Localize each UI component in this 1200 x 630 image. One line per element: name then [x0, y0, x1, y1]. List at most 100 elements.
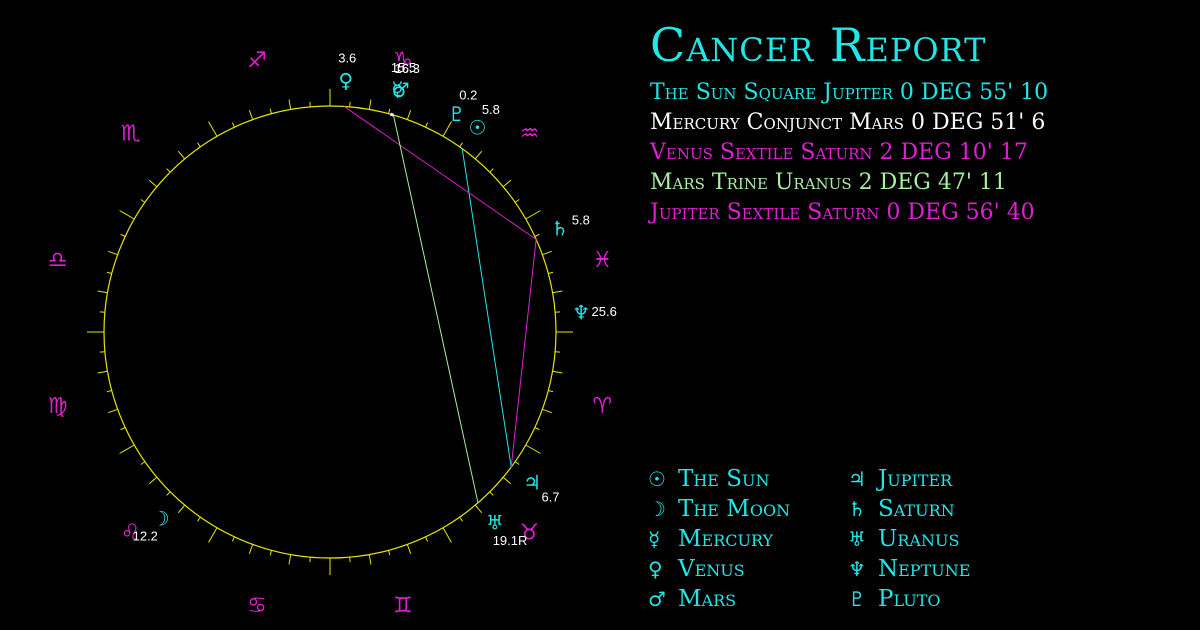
- degree-tick: [368, 554, 372, 565]
- degree-tick: [148, 476, 158, 485]
- legend-item-jupiter: ♃Jupiter: [848, 466, 952, 492]
- degree-tick: [177, 504, 186, 514]
- sagittarius-icon: ♐: [247, 49, 267, 74]
- libra-icon: ♎: [48, 248, 68, 273]
- degree-label: 25.6: [592, 304, 617, 319]
- degree-label: 5.8: [572, 212, 590, 227]
- degree-label: 12.2: [133, 529, 158, 544]
- moon-icon: ☽: [152, 507, 170, 531]
- degree-tick: [288, 99, 292, 110]
- degree-tick: [97, 370, 108, 374]
- aspect-lines: [343, 106, 537, 503]
- degree-tick: [425, 536, 429, 542]
- degree-tick: [502, 179, 512, 188]
- degree-tick: [148, 179, 158, 188]
- aspect-line: [510, 239, 537, 468]
- degree-tick: [208, 121, 218, 137]
- degree-tick: [108, 408, 118, 414]
- aspect-line: [392, 114, 479, 503]
- degree-tick: [248, 110, 254, 120]
- moon-icon: ☽: [648, 497, 666, 521]
- degree-tick: [166, 491, 171, 496]
- degree-tick: [552, 370, 563, 374]
- degree-tick: [474, 504, 483, 514]
- legend-item-saturn: ♄Saturn: [848, 496, 955, 522]
- degree-tick: [459, 516, 463, 522]
- aspect-item: Mars Trine Uranus 2 DEG 47' 11: [650, 170, 1007, 195]
- legend-label: The Moon: [678, 496, 791, 522]
- degree-tick: [119, 444, 135, 454]
- degree-label: 19.1R: [493, 533, 528, 548]
- aries-icon: ♈: [593, 394, 613, 419]
- degree-tick: [388, 108, 391, 114]
- degree-tick: [166, 168, 171, 173]
- degree-label: 0.2: [459, 87, 477, 102]
- legend-item-sun: ☉The Sun: [648, 466, 770, 492]
- degree-tick: [489, 168, 494, 173]
- legend-item-mars: ♂Mars: [648, 586, 736, 612]
- degree-tick: [388, 550, 391, 556]
- degree-tick: [197, 142, 201, 148]
- degree-tick: [552, 290, 563, 294]
- cancer-icon: ♋: [247, 593, 267, 618]
- aspect-item: The Sun Square Jupiter 0 DEG 55' 10: [650, 80, 1049, 105]
- degree-tick: [208, 527, 218, 543]
- degree-ticks: [87, 89, 573, 575]
- saturn-icon: ♄: [848, 497, 866, 521]
- degree-tick: [425, 122, 429, 128]
- mars-icon: ♂: [648, 587, 666, 611]
- degree-tick: [542, 408, 552, 414]
- degree-tick: [525, 444, 541, 454]
- degree-label: 5.8: [482, 102, 500, 117]
- sun-icon: ☉: [648, 467, 666, 491]
- virgo-icon: ♍: [48, 394, 68, 419]
- legend-label: Mercury: [678, 526, 774, 552]
- aquarius-icon: ♒: [520, 122, 540, 147]
- degree-tick: [542, 250, 552, 256]
- degree-label: 3.6: [338, 51, 356, 66]
- neptune-icon: ♆: [572, 301, 590, 325]
- degree-tick: [106, 271, 112, 274]
- capricorn-icon: ♑: [393, 49, 413, 74]
- degree-tick: [177, 150, 186, 160]
- legend-item-venus: ♀Venus: [648, 556, 745, 582]
- uranus-icon: ♅: [486, 510, 504, 534]
- pluto-icon: ♇: [448, 102, 466, 126]
- chart-wheel: ♋♌♍♎♏♐♑♒♓♈♉♊ ☉5.8☽12.2☿15.5♀3.6♂16.3♃6.7…: [48, 49, 617, 619]
- degree-label: 6.7: [541, 489, 559, 504]
- mercury-icon: ☿: [648, 527, 661, 551]
- sun-icon: ☉: [468, 116, 486, 140]
- aspect-list: The Sun Square Jupiter 0 DEG 55' 10 Merc…: [650, 78, 1048, 228]
- neptune-icon: ♆: [848, 557, 866, 581]
- degree-label: 16.3: [395, 61, 420, 76]
- aspect-line: [389, 112, 394, 117]
- degree-tick: [197, 516, 201, 522]
- venus-icon: ♀: [338, 68, 353, 92]
- degree-tick: [269, 550, 272, 556]
- degree-tick: [97, 290, 108, 294]
- uranus-icon: ♅: [848, 527, 866, 551]
- legend-item-mercury: ☿ Mercury: [648, 526, 773, 552]
- leo-icon: ♌: [121, 520, 141, 545]
- legend-label: Venus: [678, 556, 745, 582]
- degree-tick: [406, 544, 412, 554]
- gemini-icon: ♊: [393, 593, 413, 618]
- legend-label: Neptune: [878, 556, 971, 582]
- degree-tick: [502, 476, 512, 485]
- wheel-circle: [103, 105, 557, 559]
- legend-label: Uranus: [878, 526, 960, 552]
- degree-tick: [474, 150, 483, 160]
- degree-tick: [248, 544, 254, 554]
- jupiter-icon: ♃: [848, 467, 866, 491]
- aspect-item: Venus Sextile Saturn 2 DEG 10' 17: [650, 140, 1028, 165]
- pisces-icon: ♓: [593, 248, 613, 273]
- degree-tick: [442, 527, 452, 543]
- degree-tick: [231, 536, 235, 542]
- legend-item-pluto: ♇Pluto: [848, 586, 941, 612]
- degree-tick: [514, 461, 520, 465]
- degree-tick: [442, 121, 452, 137]
- degree-tick: [140, 199, 146, 203]
- aspect-item: Mercury Conjunct Mars 0 DEG 51' 6: [650, 110, 1046, 135]
- degree-tick: [106, 390, 112, 393]
- aspect-line: [343, 106, 537, 240]
